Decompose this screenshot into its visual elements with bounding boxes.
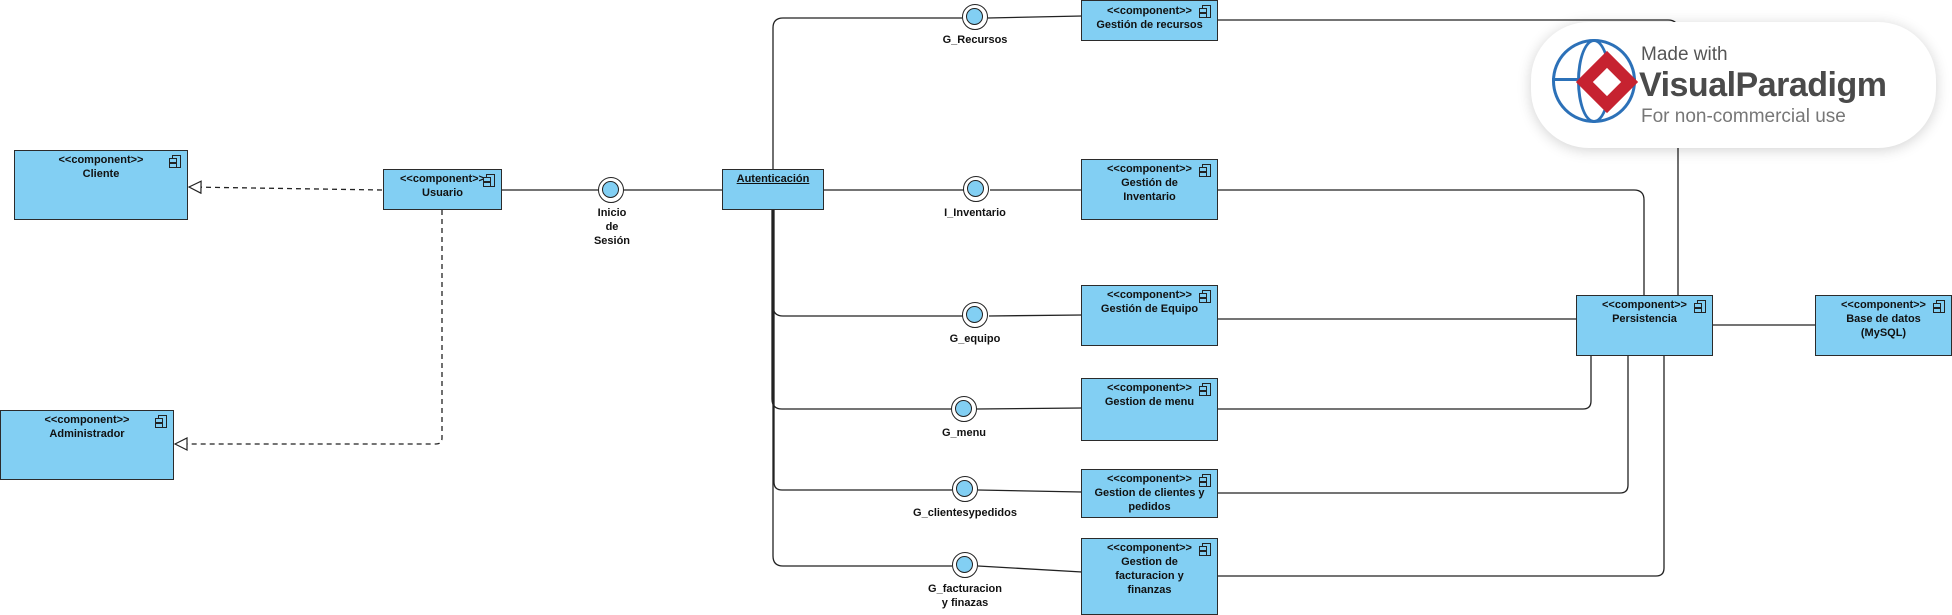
component-name: Autenticación xyxy=(736,173,810,185)
component-gestion-equipo[interactable]: <<component>> Gestión de Equipo xyxy=(1081,285,1218,346)
component-icon xyxy=(169,155,181,168)
link-auth-recursos xyxy=(772,17,962,172)
component-name: Gestión de Inventario xyxy=(1121,177,1178,203)
interface-g-equipo-icon[interactable] xyxy=(962,302,988,328)
stereotype-label: <<component>> xyxy=(1107,542,1192,554)
component-persistencia[interactable]: <<component>> Persistencia xyxy=(1576,295,1713,356)
component-base-de-datos[interactable]: <<component>> Base de datos (MySQL) xyxy=(1815,295,1952,356)
stereotype-label: <<component>> xyxy=(44,414,130,426)
component-name: Gestión de Equipo xyxy=(1100,303,1199,315)
component-icon xyxy=(1199,164,1211,177)
component-name: Gestión de recursos xyxy=(1096,19,1203,31)
component-icon xyxy=(155,415,167,428)
link-auth-menu xyxy=(771,210,951,410)
dependency-usuario-administrador xyxy=(175,210,443,444)
component-name: Gestion de facturacion y finanzas xyxy=(1115,556,1184,596)
component-gestion-clientes-pedidos[interactable]: <<component>> Gestion de clientes y pedi… xyxy=(1081,469,1218,518)
component-name: Gestion de menu xyxy=(1104,396,1195,408)
interface-g-menu-icon[interactable] xyxy=(951,396,977,422)
component-usuario[interactable]: <<component>> Usuario xyxy=(383,169,502,210)
component-icon xyxy=(1199,5,1211,18)
link-auth-clientes xyxy=(773,210,952,491)
link-auth-facturacion xyxy=(772,210,952,567)
interface-g-clientes-icon[interactable] xyxy=(952,476,978,502)
component-name: Administrador xyxy=(49,428,125,440)
component-gestion-recursos[interactable]: <<component>> Gestión de recursos xyxy=(1081,0,1218,41)
component-icon xyxy=(1199,290,1211,303)
interface-g-clientes-label: G_clientesypedidos xyxy=(913,507,1017,519)
interface-g-facturacion-icon[interactable] xyxy=(952,552,978,578)
component-gestion-menu[interactable]: <<component>> Gestion de menu xyxy=(1081,378,1218,441)
component-icon xyxy=(1199,543,1211,556)
stereotype-label: <<component>> xyxy=(1107,5,1192,17)
interface-g-facturacion-label: G_facturacion y finazas xyxy=(928,583,1002,609)
stereotype-label: <<component>> xyxy=(1107,289,1192,301)
interface-g-equipo-label: G_equipo xyxy=(949,333,1001,345)
interface-i-inventario-icon[interactable] xyxy=(963,176,989,202)
stereotype-label: <<component>> xyxy=(58,154,144,166)
dependency-usuario-cliente xyxy=(189,187,383,190)
interface-g-recursos-icon[interactable] xyxy=(962,4,988,30)
component-name: Gestion de clientes y pedidos xyxy=(1094,487,1205,513)
interface-i-inventario-label: I_Inventario xyxy=(944,207,1006,219)
interface-inicio-sesion-label: Inicio de Sesión xyxy=(593,207,631,247)
component-gestion-inventario[interactable]: <<component>> Gestión de Inventario xyxy=(1081,159,1218,220)
stereotype-label: <<component>> xyxy=(1107,382,1192,394)
interface-g-recursos-label: G_Recursos xyxy=(942,34,1008,46)
component-icon xyxy=(483,174,495,187)
component-name: Usuario xyxy=(422,187,463,199)
stereotype-label: <<component>> xyxy=(1107,473,1192,485)
component-cliente[interactable]: <<component>> Cliente xyxy=(14,150,188,220)
link-clientes-persistencia xyxy=(1218,356,1629,494)
link-inventario-persistencia xyxy=(1218,189,1645,296)
component-icon xyxy=(1694,300,1706,313)
interface-inicio-sesion-icon[interactable] xyxy=(598,177,624,203)
watermark-brand: VisualParadigm xyxy=(1639,66,1887,104)
component-icon xyxy=(1199,474,1211,487)
component-name: Persistencia xyxy=(1612,313,1677,325)
stereotype-label: <<component>> xyxy=(400,173,485,185)
component-icon xyxy=(1199,383,1211,396)
link-auth-equipo xyxy=(772,210,963,317)
stereotype-label: <<component>> xyxy=(1841,299,1926,311)
stereotype-label: <<component>> xyxy=(1602,299,1687,311)
link-menu-persistencia xyxy=(1218,356,1592,410)
stereotype-label: <<component>> xyxy=(1107,163,1192,175)
component-icon xyxy=(1933,300,1945,313)
component-gestion-facturacion[interactable]: <<component>> Gestion de facturacion y f… xyxy=(1081,538,1218,615)
watermark-note: For non-commercial use xyxy=(1641,106,1846,127)
component-name: Cliente xyxy=(82,168,120,180)
component-autenticacion[interactable]: Autenticación xyxy=(722,169,824,210)
watermark-made-with: Made with xyxy=(1641,44,1728,65)
visual-paradigm-watermark: Made with VisualParadigm For non-commerc… xyxy=(1531,22,1936,148)
component-administrador[interactable]: <<component>> Administrador xyxy=(0,410,174,480)
link-facturacion-persistencia xyxy=(1218,356,1665,577)
component-name: Base de datos (MySQL) xyxy=(1846,313,1921,339)
interface-g-menu-label: G_menu xyxy=(941,427,987,439)
